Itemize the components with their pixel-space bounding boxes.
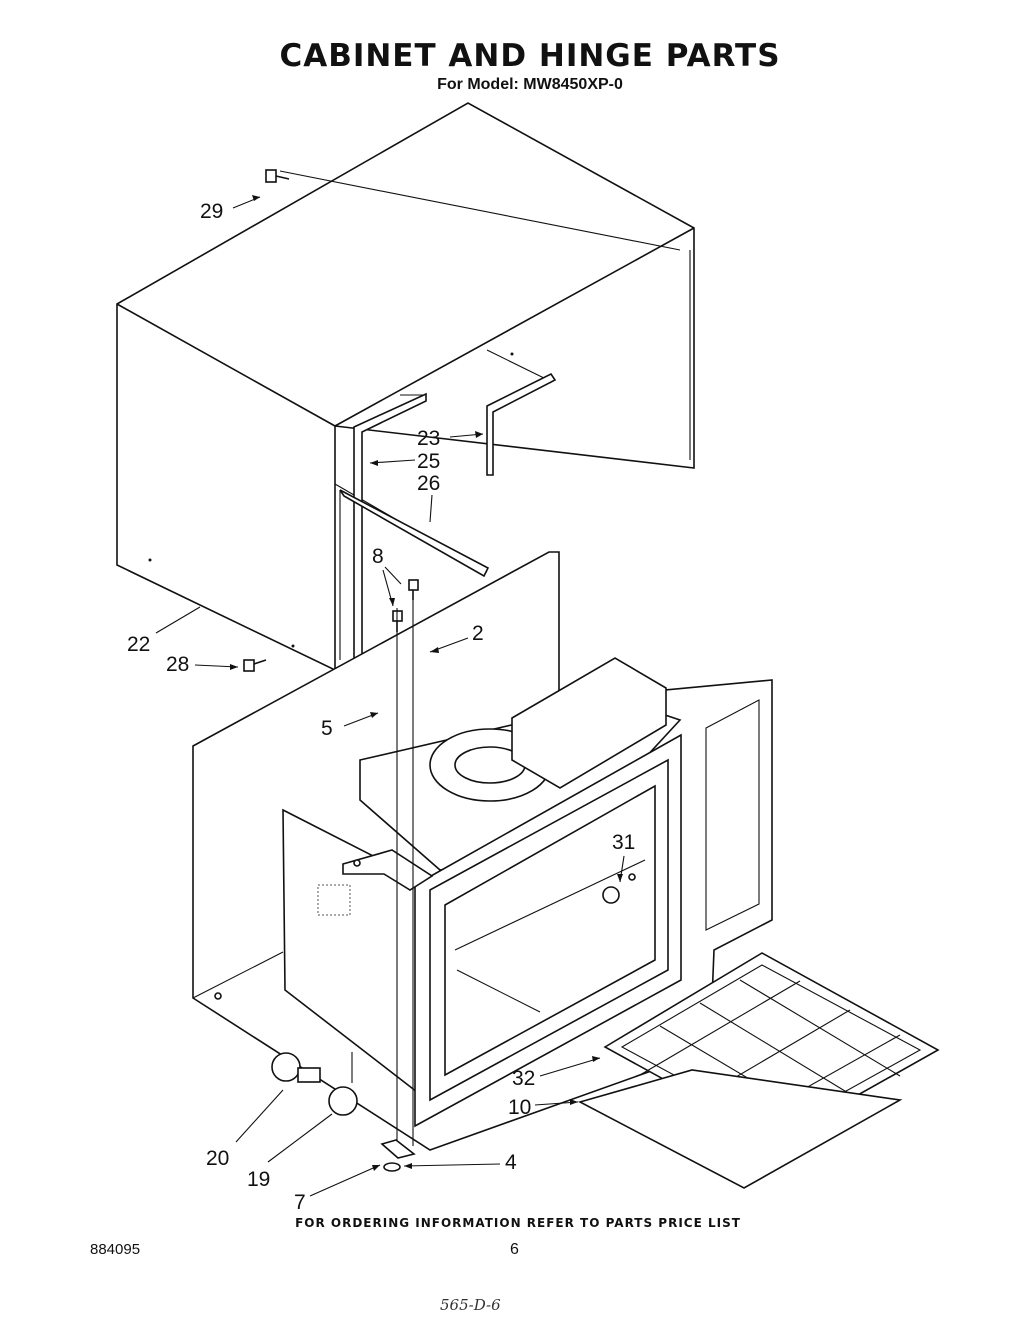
callout-25: 25 — [417, 450, 441, 473]
leader-lines — [155, 195, 625, 1197]
cabinet-wrapper — [116, 102, 695, 672]
screw-29 — [265, 169, 290, 183]
callout-8: 8 — [372, 545, 384, 568]
callout-5: 5 — [321, 717, 333, 740]
callout-31: 31 — [612, 831, 636, 854]
page-number: 6 — [510, 1241, 519, 1258]
callout-4: 4 — [505, 1151, 517, 1174]
callout-32: 32 — [512, 1067, 536, 1090]
callout-20: 20 — [206, 1147, 230, 1170]
callout-7: 7 — [294, 1191, 306, 1214]
lower-hinge — [380, 600, 416, 1172]
tray-10 — [577, 1069, 903, 1189]
callout-22: 22 — [127, 633, 151, 656]
callout-10: 10 — [508, 1096, 532, 1119]
lamp-and-socket — [271, 1052, 358, 1116]
callout-29: 29 — [200, 200, 224, 223]
document-number: 884095 — [90, 1241, 141, 1258]
callout-26: 26 — [417, 472, 441, 495]
model-subtitle: For Model: MW8450XP-0 — [437, 76, 623, 93]
oven-chassis — [192, 551, 773, 1151]
callout-19: 19 — [247, 1168, 271, 1191]
callout-2: 2 — [472, 622, 484, 645]
screw-28 — [243, 659, 267, 672]
callout-23: 23 — [417, 427, 441, 450]
page-title: CABINET AND HINGE PARTS — [279, 38, 781, 74]
callout-28: 28 — [166, 653, 190, 676]
handwritten-note: 565-D-6 — [440, 1296, 501, 1314]
ordering-note: FOR ORDERING INFORMATION REFER TO PARTS … — [295, 1216, 741, 1230]
